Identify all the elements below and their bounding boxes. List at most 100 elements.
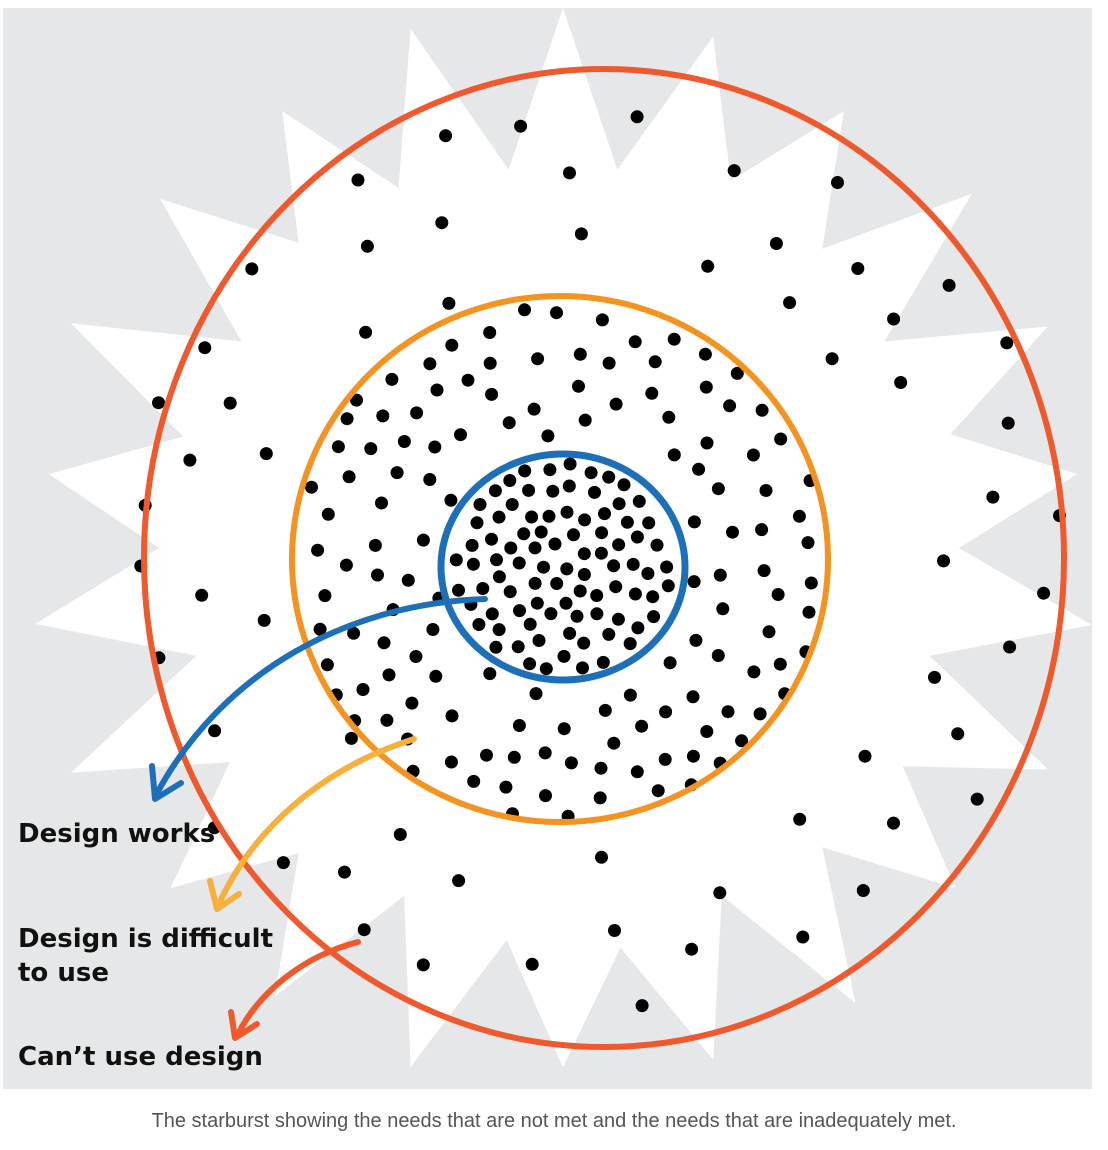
need-dot [685,942,699,956]
need-dot [1037,586,1051,600]
need-dot [660,560,674,574]
need-dot [397,435,411,448]
need-dot [755,403,769,417]
need-dot [525,957,539,971]
need-dot [452,874,466,888]
need-dot [887,816,900,830]
need-dot [518,303,531,317]
need-dot [593,791,607,805]
need-dot [557,722,571,736]
needs-dots [134,110,1066,1013]
need-dot [783,296,797,310]
need-dot [492,623,506,637]
arrow-cant-use [234,939,361,1039]
need-dot [563,166,576,180]
need-dot [686,749,700,763]
need-dot [567,528,580,542]
need-dot [562,479,576,493]
need-dot [851,262,865,275]
need-dot [548,537,562,551]
need-dot [713,886,727,900]
need-dot [342,470,356,484]
need-dot [401,573,415,587]
need-dot [445,709,459,723]
need-dot [423,357,437,371]
need-dot [757,564,771,578]
need-dot [454,428,467,442]
need-dot [527,402,541,416]
need-dot [986,490,1000,504]
need-dot [543,463,557,477]
need-dot [667,448,681,462]
need-dot [393,828,407,841]
need-dot [612,497,626,511]
need-dot [713,568,727,582]
need-dot [573,347,587,361]
middle-ring-difficult [289,293,831,825]
need-dot [416,533,430,547]
need-dot [607,736,621,750]
need-dot [550,577,564,590]
need-dot [368,538,382,552]
need-dot [667,332,681,346]
need-dot [663,656,677,670]
need-dot [630,110,644,124]
need-dot [856,884,870,897]
need-dot [951,727,965,741]
need-dot [590,607,604,621]
need-dot [444,493,458,507]
need-dot [483,667,497,681]
need-dot [692,462,706,476]
need-dot [628,335,642,349]
need-dot [476,582,490,595]
need-dot [470,516,484,530]
need-dot [518,464,532,478]
need-dot [648,355,662,369]
need-dot [755,523,769,537]
need-dot [630,530,644,544]
need-dot [465,538,479,552]
need-dot [858,749,872,763]
need-dot [626,557,640,571]
need-dot [560,562,574,576]
need-dot [502,416,516,430]
need-dot [546,484,560,498]
need-dot [730,366,744,380]
need-dot [499,780,513,794]
arrow-design-difficult [215,736,417,909]
need-dot [339,558,353,572]
need-dot [503,474,517,487]
need-dot [410,406,424,420]
need-dot [488,484,502,498]
need-dot [530,596,544,610]
label-design-works: Design works [18,819,216,849]
need-dot [514,119,528,133]
need-dot [721,705,735,719]
need-dot [572,379,585,393]
need-dot [762,625,776,639]
need-dot [928,670,941,684]
need-dot [350,393,363,407]
need-dot [423,473,437,486]
need-dot [831,176,844,189]
need-dot [504,541,518,555]
need-dot [347,626,361,640]
need-dot [522,483,536,497]
need-dot [687,575,701,589]
need-dot [563,626,577,640]
need-dot [338,865,351,879]
need-dot [198,341,212,355]
need-dot [632,494,646,508]
need-dot [641,567,655,580]
need-dot [416,958,430,972]
need-dot [512,556,526,570]
need-dot [409,650,423,663]
need-dot [598,703,612,717]
need-dot [208,724,222,738]
need-dot [351,173,365,187]
need-dot [617,478,631,492]
need-dot [686,690,700,704]
need-dot [444,755,458,769]
need-dot [492,570,506,584]
label-design-difficult: Design is difficult to use [18,924,273,988]
